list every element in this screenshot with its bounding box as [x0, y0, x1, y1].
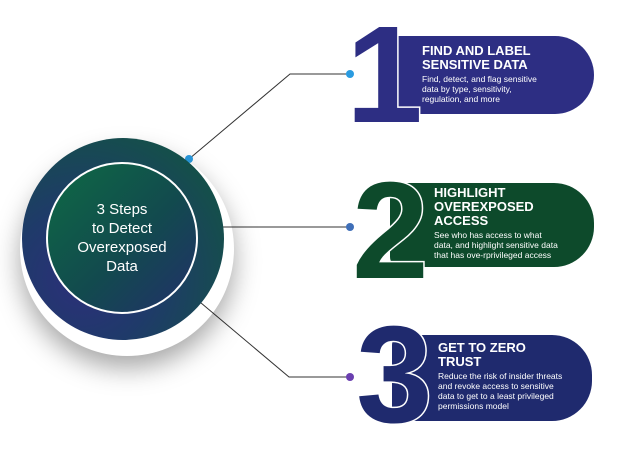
step-2-card: HIGHLIGHT OVEREXPOSED ACCESS See who has…: [390, 183, 594, 267]
connector-dot-1-end: [346, 70, 354, 78]
step-3-card: GET TO ZERO TRUST Reduce the risk of ins…: [392, 335, 592, 421]
connector-line-1: [188, 73, 350, 160]
step-2-description: See who has access to what data, and hig…: [434, 230, 558, 260]
connector-dot-3-end: [346, 373, 354, 381]
connector-dot-2-end: [346, 223, 354, 231]
step-2-number: 2: [351, 154, 431, 308]
step-3-description: Reduce the risk of insider threats and r…: [438, 371, 563, 411]
step-3-number: 3: [355, 298, 435, 452]
hub-circle: 3 Steps to Detect Overexposed Data: [46, 162, 198, 314]
step-1-number: 1: [345, 0, 425, 152]
hub-title: 3 Steps to Detect Overexposed Data: [77, 201, 167, 275]
step-1-description: Find, detect, and flag sensitive data by…: [422, 74, 537, 104]
step-1-title: FIND AND LABEL SENSITIVE DATA: [422, 43, 531, 72]
step-1-card: FIND AND LABEL SENSITIVE DATA Find, dete…: [382, 36, 594, 114]
connector-line-3: [187, 291, 350, 378]
step-3-title: GET TO ZERO TRUST: [438, 340, 526, 369]
step-2-title: HIGHLIGHT OVEREXPOSED ACCESS: [434, 185, 534, 228]
